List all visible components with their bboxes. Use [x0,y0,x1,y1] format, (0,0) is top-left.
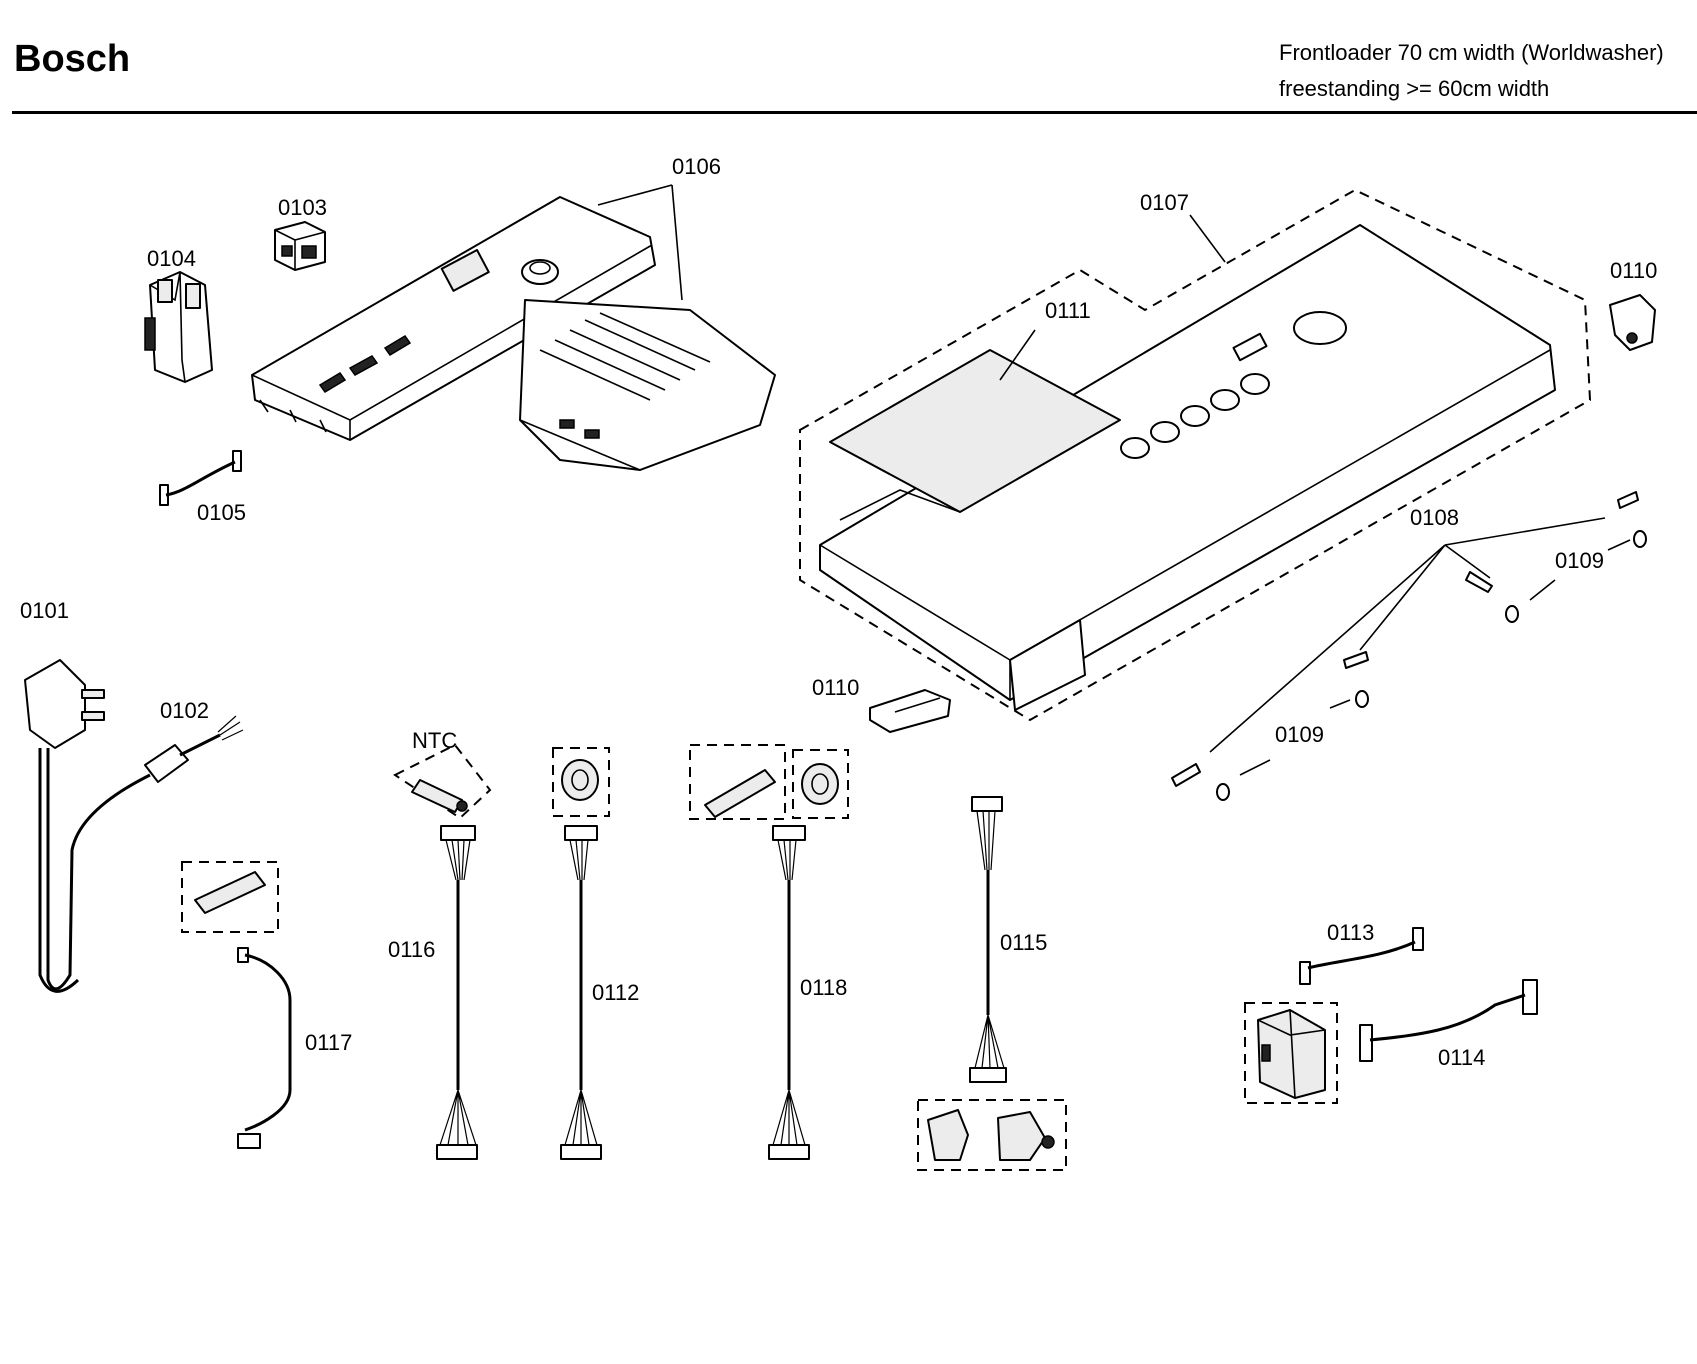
label-0110-bottom: 0110 [812,675,859,700]
label-0117: 0117 [305,1030,352,1055]
label-0106: 0106 [672,154,721,179]
label-0103: 0103 [278,195,327,220]
label-0109-lower: 0109 [1275,722,1324,747]
model-subtitle-line2: freestanding >= 60cm width [1279,76,1550,101]
part-ntc-sensor[interactable] [411,779,468,813]
part-0105-cable[interactable] [159,450,242,506]
leader-0111 [999,329,1036,381]
part-0110-clip-right[interactable] [1609,294,1656,351]
label-0114: 0114 [1438,1045,1485,1070]
label-0118: 0118 [800,975,847,1000]
outline-0107 [799,188,1592,722]
leader-0109 [1239,539,1631,776]
label-0109-upper: 0109 [1555,548,1604,573]
model-subtitle-line1: Frontloader 70 cm width (Worldwasher) [1279,40,1664,65]
outline-0117-sensor [181,861,279,933]
part-0110-clip-bottom[interactable] [869,689,951,733]
label-0107: 0107 [1140,190,1189,215]
outline-0118-switch [792,749,849,819]
part-0108-screws[interactable] [1171,491,1639,787]
part-0111-display-panel[interactable] [829,349,1121,521]
part-0116-harness[interactable] [436,825,478,1160]
label-0101: 0101 [20,598,69,623]
label-0112: 0112 [592,980,639,1005]
part-0107-fascia[interactable] [819,224,1556,711]
part-0112-harness[interactable] [560,759,602,1160]
part-0118-harness[interactable] [704,763,839,1160]
leader-0108 [1209,517,1606,753]
label-0115: 0115 [1000,930,1047,955]
label-0108: 0108 [1410,505,1459,530]
label-0104: 0104 [147,246,196,271]
label-0116: 0116 [388,937,435,962]
part-0117-harness[interactable] [194,871,292,1149]
part-0106-control-module[interactable] [251,196,776,471]
leader-0106 [597,184,683,301]
part-0109-washers[interactable] [1216,530,1647,801]
outline-0114-module [1244,1002,1338,1104]
part-0101-power-cord[interactable] [24,659,151,993]
leader-0107 [1189,214,1226,263]
part-0103-block[interactable] [274,221,326,271]
part-0102-strain-relief[interactable] [144,715,244,783]
brand-title: Bosch [14,38,131,80]
outline-0115-valves [917,1099,1067,1171]
label-0111: 0111 [1045,298,1091,323]
label-0102: 0102 [160,698,209,723]
label-ntc: NTC [412,728,457,753]
part-0104-filter[interactable] [144,271,213,383]
label-0110-right: 0110 [1610,258,1657,283]
outline-0112-switch [552,747,610,817]
part-0114-cable[interactable] [1257,979,1538,1099]
header-rule [12,111,1697,114]
part-0115-harness[interactable] [927,796,1055,1161]
label-0113: 0113 [1327,920,1374,945]
label-0105: 0105 [197,500,246,525]
part-0113-cable[interactable] [1299,927,1424,985]
